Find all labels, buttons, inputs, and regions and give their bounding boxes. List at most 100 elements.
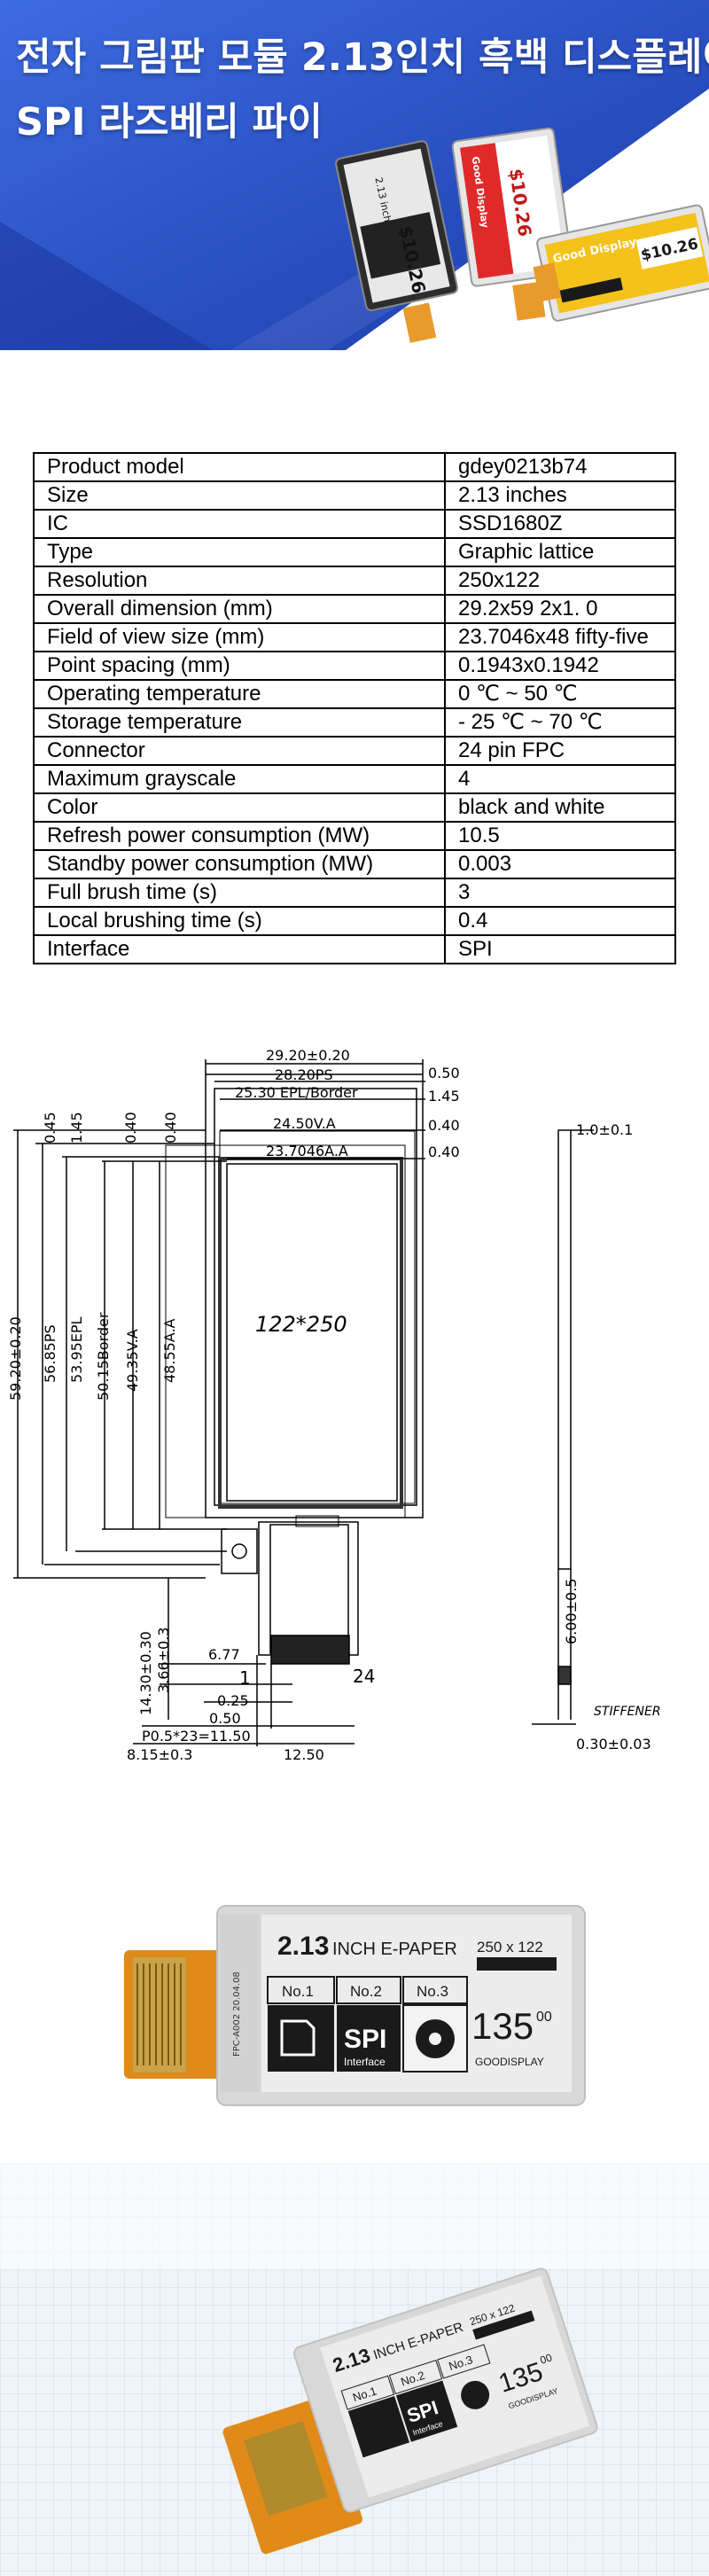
spec-key: Operating temperature [33, 679, 446, 709]
dim-left-045: 0.45 [42, 1112, 58, 1144]
panel1-cell-3: No.3 [417, 1983, 448, 2000]
side-030: 0.30±0.03 [576, 1736, 651, 1752]
dim-1430: 14.30±0.30 [137, 1631, 154, 1715]
spec-row: Local brushing time (s)0.4 [33, 906, 676, 936]
panel1-cell-1: No.1 [282, 1983, 314, 2000]
spec-value: 10.5 [444, 821, 676, 851]
dim-050b: 0.50 [209, 1710, 241, 1727]
panel1-title-rest: INCH E-PAPER [332, 1940, 457, 1959]
spec-value: 0.4 [444, 906, 676, 936]
spec-row: Refresh power consumption (MW)10.5 [33, 821, 676, 851]
spec-key: Color [33, 792, 446, 823]
save-icon [280, 2019, 316, 2057]
spec-value: 0.003 [444, 849, 676, 879]
panel1-resolution: 250 x 122 [477, 1939, 543, 1955]
product-photo-grid: 2.13 INCH E-PAPER 250 x 122 No.1 No.2 No… [0, 2163, 709, 2576]
product-photo-front: FPC-A002 20.04.08 2.13 INCH E-PAPER 250 … [124, 1905, 586, 2106]
spec-key: Point spacing (mm) [33, 651, 446, 681]
spec-key: Product model [33, 452, 446, 482]
dim-050: 0.50 [428, 1065, 460, 1081]
spec-value: 0 ℃ ~ 50 ℃ [444, 679, 676, 709]
spec-key: Refresh power consumption (MW) [33, 821, 446, 851]
panel1-brand: GOODISPLAY [475, 2056, 544, 2068]
spec-value: 23.7046x48 fifty-five [444, 622, 676, 652]
spec-value: 29.2x59 2x1. 0 [444, 594, 676, 624]
dim-left-040a: 0.40 [122, 1112, 139, 1144]
spec-key: Type [33, 537, 446, 567]
yellow-price-tag: Good Display $10.26 [533, 204, 709, 322]
banner-title-line1: 전자 그림판 모듈 2.13인치 흑백 디스플레이 [16, 35, 709, 80]
spec-key: Storage temperature [33, 707, 446, 738]
spec-value: 0.1943x0.1942 [444, 651, 676, 681]
panel2: 2.13 INCH E-PAPER 250 x 122 No.1 No.2 No… [293, 2268, 598, 2513]
spec-key: Full brush time (s) [33, 878, 446, 908]
dim-677: 6.77 [208, 1646, 240, 1663]
price-tag-illustration: 2.13 inch $10.26 Good Display $10.26 Goo… [335, 127, 709, 343]
spec-row: Full brush time (s)3 [33, 878, 676, 908]
outline-frame [205, 1073, 424, 1518]
spec-row: Field of view size (mm)23.7046x48 fifty-… [33, 622, 676, 652]
black-price-tag: 2.13 inch $10.26 [335, 140, 458, 343]
dim-left-145: 1.45 [68, 1112, 85, 1144]
panel1-cell-2: No.2 [350, 1983, 382, 2000]
dim-145: 1.45 [428, 1088, 460, 1105]
fpc-label: FPC-A002 20.04.08 [232, 1971, 242, 2057]
pin-first: 1 [239, 1667, 251, 1689]
spec-key: Overall dimension (mm) [33, 594, 446, 624]
dim-height-total: 59.20±0.20 [7, 1316, 24, 1401]
spec-key: Resolution [33, 566, 446, 596]
dim-height-epl: 53.95EPL [68, 1316, 85, 1383]
pin-last: 24 [353, 1666, 375, 1687]
spec-row: Point spacing (mm)0.1943x0.1942 [33, 651, 676, 681]
spec-value: 3 [444, 878, 676, 908]
dim-height-va: 49.35V.A [124, 1329, 141, 1392]
spec-value: black and white [444, 792, 676, 823]
dim-040a: 0.40 [428, 1117, 460, 1134]
spec-value: gdey0213b74 [444, 452, 676, 482]
spec-value: Graphic lattice [444, 537, 676, 567]
panel1-spi: SPI [344, 2025, 386, 2054]
banner-title-line2: SPI 라즈베리 파이 [16, 100, 323, 144]
dim-left-040b: 0.40 [162, 1112, 179, 1144]
spec-key: Interface [33, 934, 446, 964]
panel2-sup: 00 [539, 2351, 554, 2367]
dim-va: 24.50V.A [273, 1115, 336, 1132]
dim-040b: 0.40 [428, 1144, 460, 1160]
spec-value: SPI [444, 934, 676, 964]
side-view-panel [557, 1129, 572, 1570]
dim-top-total: 29.20±0.20 [266, 1047, 350, 1064]
spec-value: - 25 ℃ ~ 70 ℃ [444, 707, 676, 738]
spec-key: Connector [33, 736, 446, 766]
panel1-sup: 00 [536, 2010, 552, 2025]
panel1-title-big: 2.13 [277, 1932, 329, 1961]
spec-value: 250x122 [444, 566, 676, 596]
mechanical-drawing: 29.20±0.20 28.20PS 0.50 25.30 EPL/Border… [7, 1047, 661, 1763]
dim-height-ps: 56.85PS [42, 1324, 58, 1383]
side-600: 6.00±0.5 [563, 1579, 580, 1644]
dim-1250: 12.50 [284, 1746, 324, 1763]
side-thickness: 1.0±0.1 [576, 1121, 633, 1138]
spec-row: Storage temperature- 25 ℃ ~ 70 ℃ [33, 707, 676, 738]
dim-height-border: 50.15Border [95, 1312, 112, 1401]
dim-815: 8.15±0.3 [127, 1746, 192, 1763]
spec-key: Local brushing time (s) [33, 906, 446, 936]
spec-value: 2.13 inches [444, 480, 676, 511]
resolution-label: 122*250 [255, 1312, 347, 1337]
panel1-interface: Interface [344, 2056, 386, 2068]
spec-value: 4 [444, 764, 676, 794]
save-icon-cell [268, 2005, 334, 2072]
dim-025: 0.25 [217, 1692, 249, 1709]
dim-aa: 23.7046A.A [266, 1143, 348, 1159]
spec-value: SSD1680Z [444, 509, 676, 539]
dim-366: 3.66±0.3 [155, 1628, 172, 1693]
spec-key: Maximum grayscale [33, 764, 446, 794]
panel1-number: 135 [471, 2005, 534, 2047]
